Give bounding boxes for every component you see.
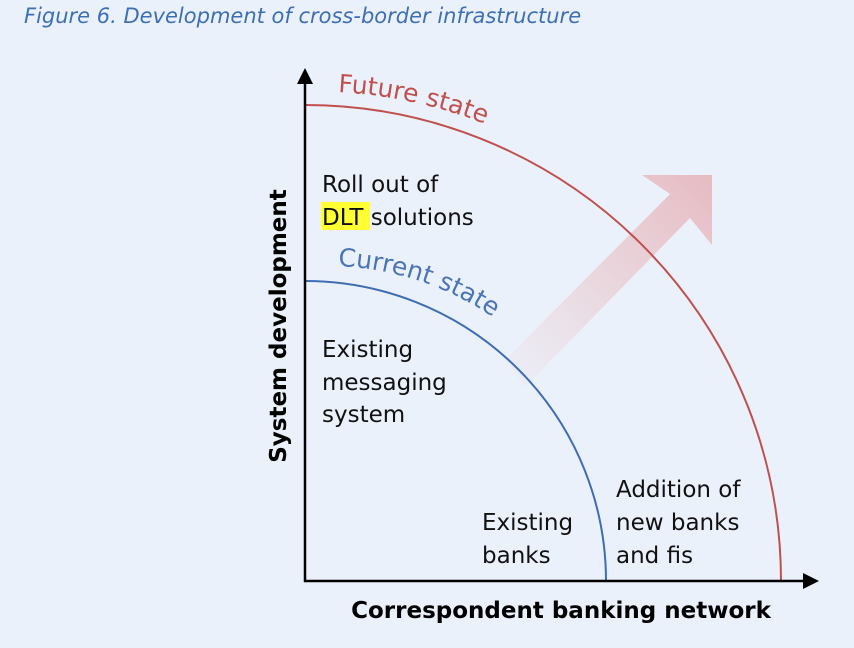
addition-line3: and fis [616,543,693,569]
solutions-text: solutions [363,205,473,231]
x-axis-arrowhead [803,573,819,589]
roll-out-line2: DLT solutions [322,205,474,231]
future-state-label: Future state [338,69,493,129]
figure-title: Figure 6. Development of cross-border in… [24,4,582,28]
existing-messaging-line2: messaging [322,370,447,396]
future-state-arc [304,104,782,582]
existing-messaging-line3: system [322,402,405,428]
current-state-label: Current state [338,243,506,322]
y-axis-title: System development [266,189,292,463]
dlt-term: DLT [322,205,364,231]
y-axis-arrowhead [297,68,313,84]
existing-banks-line1: Existing [482,510,573,536]
existing-messaging-line1: Existing [322,337,413,363]
growth-arrow [505,175,712,387]
addition-line1: Addition of [616,477,741,503]
roll-out-line1: Roll out of [322,172,439,198]
dlt-highlight [321,202,370,230]
addition-line2: new banks [616,510,739,536]
existing-banks-line2: banks [482,543,551,569]
x-axis-title: Correspondent banking network [351,598,771,624]
current-state-arc [304,280,607,582]
